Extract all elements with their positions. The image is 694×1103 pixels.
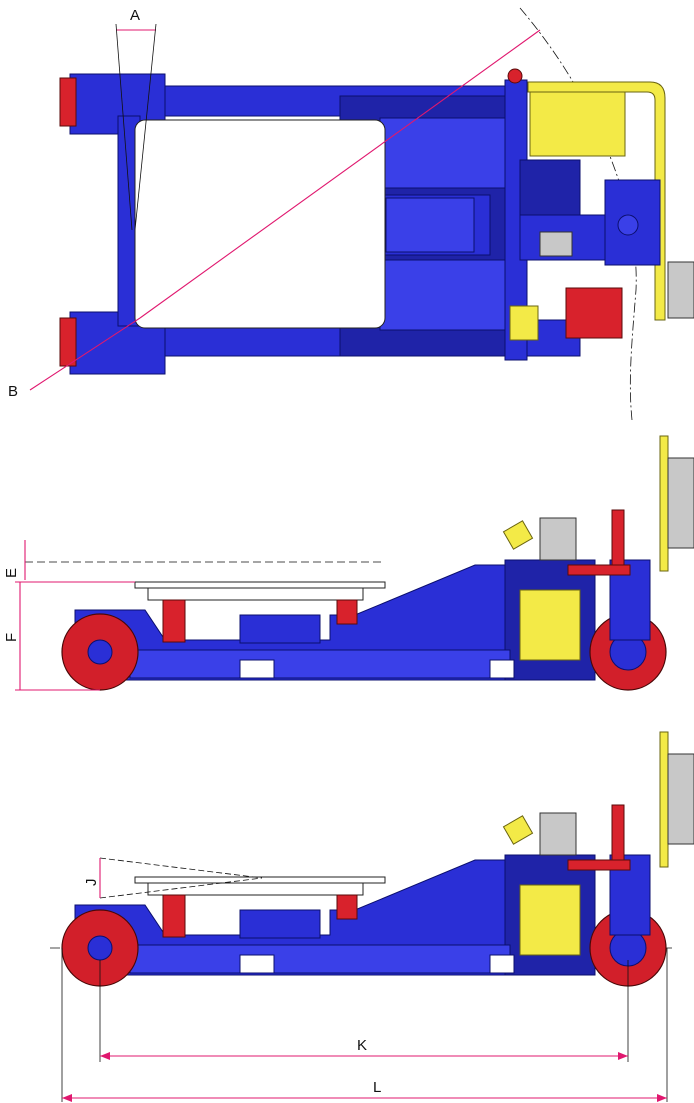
side1-jack-left bbox=[162, 599, 186, 643]
side2-handle-red bbox=[611, 804, 625, 868]
dim-J-label: J bbox=[83, 879, 100, 887]
top-frame-mid-block-lower bbox=[379, 259, 506, 331]
dim-L-label: L bbox=[373, 1079, 381, 1096]
top-red-block bbox=[565, 287, 623, 339]
side-view-raised: E F bbox=[3, 435, 694, 691]
dim-K-arrow-right bbox=[618, 1052, 628, 1060]
side1-grille bbox=[519, 589, 581, 661]
top-battery-yellow bbox=[529, 87, 626, 157]
dim-A-label: A bbox=[130, 7, 140, 24]
side2-platform-base bbox=[147, 882, 364, 896]
side1-bottom-rail bbox=[129, 649, 511, 679]
dim-B-line bbox=[139, 29, 541, 319]
side1-cutout-2 bbox=[489, 659, 515, 679]
top-grille bbox=[539, 231, 573, 257]
top-yellow-block bbox=[509, 305, 539, 341]
side2-jack-right bbox=[336, 894, 358, 920]
side1-light bbox=[502, 520, 534, 550]
dim-L-arrow-left bbox=[62, 1094, 72, 1102]
top-wheel-lower bbox=[59, 317, 77, 367]
side2-grey-panel bbox=[667, 753, 694, 845]
side2-bottom-rail bbox=[129, 944, 511, 974]
top-view: A B bbox=[8, 7, 694, 421]
side2-mid-box bbox=[239, 909, 321, 939]
top-grey-panel bbox=[667, 261, 694, 319]
side1-platform bbox=[134, 581, 386, 589]
dim-B-label: B bbox=[8, 383, 18, 400]
side1-handle-arm bbox=[567, 564, 631, 576]
top-red-knob bbox=[507, 68, 523, 84]
side2-front-hub bbox=[87, 935, 113, 961]
dim-B-leader bbox=[29, 317, 141, 391]
top-wheel-upper bbox=[59, 77, 77, 127]
dim-K-arrow-left bbox=[100, 1052, 110, 1060]
side1-control-box bbox=[539, 517, 577, 561]
top-center-box-inner bbox=[385, 197, 475, 253]
side2-control-box bbox=[539, 812, 577, 856]
dim-K-label: K bbox=[357, 1037, 367, 1054]
tilt-line-lower bbox=[99, 877, 263, 899]
side2-handle-yellow bbox=[659, 731, 669, 868]
dim-L-arrow-right bbox=[657, 1094, 667, 1102]
side1-handle-yellow bbox=[659, 435, 669, 572]
side-view-tilted: J K L bbox=[50, 731, 694, 1102]
side2-light bbox=[502, 815, 534, 845]
side1-front-hub bbox=[87, 639, 113, 665]
dim-A-ext-right bbox=[134, 23, 157, 231]
side2-platform bbox=[134, 876, 386, 884]
side2-jack-left bbox=[162, 894, 186, 938]
side1-jack-right bbox=[336, 599, 358, 625]
top-platform bbox=[134, 119, 386, 329]
side1-platform-base bbox=[147, 587, 364, 601]
side2-handle-arm bbox=[567, 859, 631, 871]
side1-handle-red bbox=[611, 509, 625, 573]
top-frame-mid-block-upper bbox=[379, 117, 506, 189]
side2-grille bbox=[519, 884, 581, 956]
dim-E-label: E bbox=[3, 568, 20, 578]
tilt-line-upper bbox=[99, 857, 263, 879]
top-handle-rail bbox=[527, 81, 666, 321]
side1-cutout-1 bbox=[239, 659, 275, 679]
side2-cutout-1 bbox=[239, 954, 275, 974]
side2-cutout-2 bbox=[489, 954, 515, 974]
dim-F-label: F bbox=[3, 633, 20, 642]
dim-A-ext-left bbox=[115, 23, 133, 231]
top-steering-pivot bbox=[617, 214, 639, 236]
side1-mid-box bbox=[239, 614, 321, 644]
side1-grey-panel bbox=[667, 457, 694, 549]
